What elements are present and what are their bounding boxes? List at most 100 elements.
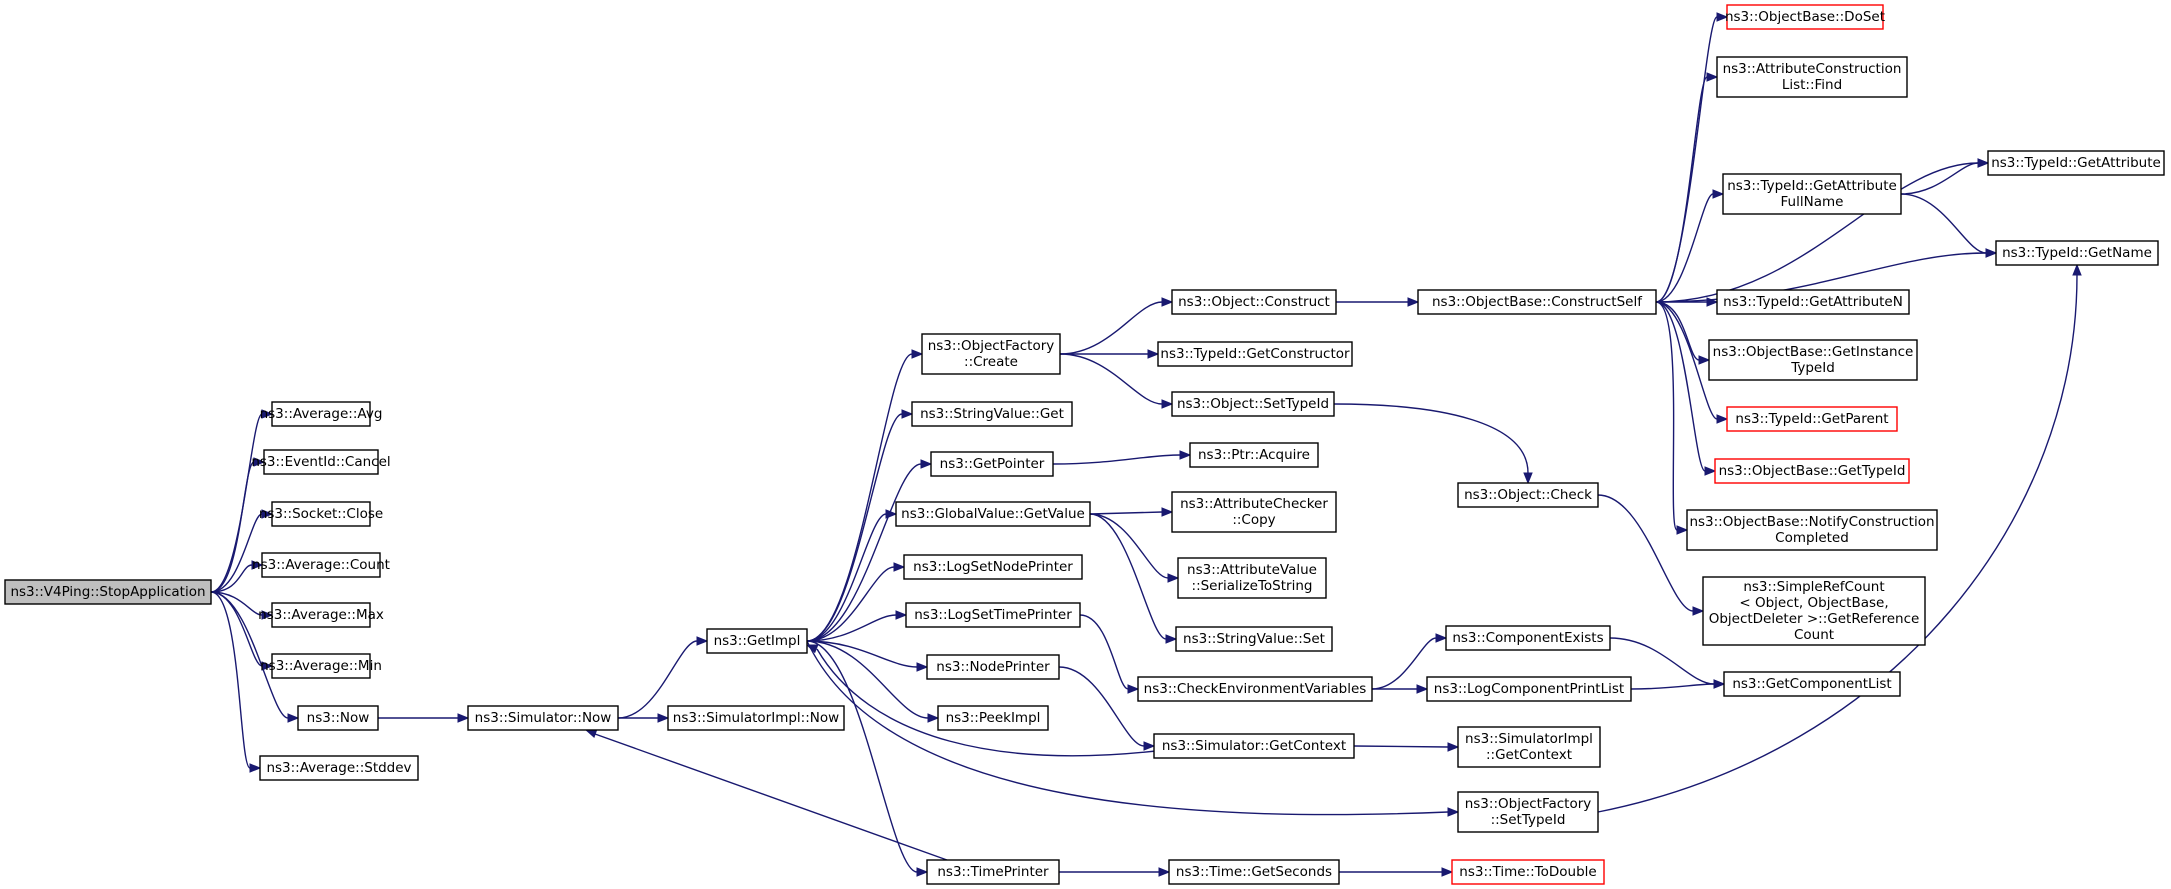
- node-obgettypeid[interactable]: ns3::ObjectBase::GetTypeId: [1714, 458, 1910, 484]
- node-timegetsec[interactable]: ns3::Time::GetSeconds: [1168, 859, 1340, 885]
- node-box[interactable]: [1417, 289, 1657, 315]
- node-box[interactable]: [1177, 557, 1327, 599]
- node-count[interactable]: ns3::Average::Count: [252, 552, 390, 578]
- node-now[interactable]: ns3::Now: [297, 705, 379, 731]
- node-timetodouble[interactable]: ns3::Time::ToDouble: [1451, 859, 1605, 885]
- node-box[interactable]: [1722, 173, 1902, 215]
- node-cancel[interactable]: ns3::EventId::Cancel: [251, 449, 391, 475]
- node-box[interactable]: [297, 705, 379, 731]
- node-box[interactable]: [271, 653, 371, 679]
- node-box[interactable]: [905, 602, 1081, 628]
- node-objcheck[interactable]: ns3::Object::Check: [1457, 482, 1599, 508]
- node-box[interactable]: [1716, 56, 1908, 98]
- node-box[interactable]: [4, 579, 212, 605]
- node-box[interactable]: [1189, 442, 1319, 468]
- node-box[interactable]: [1153, 733, 1355, 759]
- node-ofcreate[interactable]: ns3::ObjectFactory::Create: [921, 333, 1061, 375]
- node-box[interactable]: [1171, 391, 1335, 417]
- node-box[interactable]: [1995, 240, 2159, 266]
- node-svget[interactable]: ns3::StringValue::Get: [911, 401, 1073, 427]
- node-ofsettypeid[interactable]: ns3::ObjectFactory::SetTypeId: [1457, 791, 1599, 833]
- node-box[interactable]: [1445, 625, 1611, 651]
- node-nodeprinter[interactable]: ns3::NodePrinter: [926, 654, 1060, 680]
- node-tidgetattrn[interactable]: ns3::TypeId::GetAttributeN: [1716, 289, 1910, 315]
- node-box[interactable]: [1451, 859, 1605, 885]
- node-avg[interactable]: ns3::Average::Avg: [260, 401, 383, 427]
- node-objconstruct[interactable]: ns3::Object::Construct: [1171, 289, 1337, 315]
- node-box[interactable]: [1457, 482, 1599, 508]
- node-box[interactable]: [926, 859, 1060, 885]
- node-box[interactable]: [467, 705, 619, 731]
- node-tidgetattr[interactable]: ns3::TypeId::GetAttribute: [1987, 150, 2165, 176]
- node-ptracquire[interactable]: ns3::Ptr::Acquire: [1189, 442, 1319, 468]
- node-simimplnow[interactable]: ns3::SimulatorImpl::Now: [667, 705, 845, 731]
- node-logsetnode[interactable]: ns3::LogSetNodePrinter: [903, 554, 1083, 580]
- node-box[interactable]: [271, 602, 371, 628]
- node-simimplgetctx[interactable]: ns3::SimulatorImpl::GetContext: [1457, 726, 1601, 768]
- node-simgetctx[interactable]: ns3::Simulator::GetContext: [1153, 733, 1355, 759]
- node-tidgetname[interactable]: ns3::TypeId::GetName: [1995, 240, 2159, 266]
- node-box[interactable]: [271, 501, 371, 527]
- node-peekimpl[interactable]: ns3::PeekImpl: [937, 705, 1049, 731]
- node-stopapp[interactable]: ns3::V4Ping::StopApplication: [4, 579, 212, 605]
- node-box[interactable]: [1157, 341, 1353, 367]
- node-timeprinter[interactable]: ns3::TimePrinter: [926, 859, 1060, 885]
- node-box[interactable]: [1726, 406, 1898, 432]
- node-simnow[interactable]: ns3::Simulator::Now: [467, 705, 619, 731]
- node-box[interactable]: [263, 449, 379, 475]
- node-getpointer[interactable]: ns3::GetPointer: [930, 451, 1054, 477]
- node-box[interactable]: [1171, 491, 1337, 533]
- node-box[interactable]: [1457, 791, 1599, 833]
- node-gvgetvalue[interactable]: ns3::GlobalValue::GetValue: [895, 501, 1091, 527]
- node-box[interactable]: [1168, 859, 1340, 885]
- node-max[interactable]: ns3::Average::Max: [258, 602, 384, 628]
- node-box[interactable]: [259, 755, 419, 781]
- node-svset[interactable]: ns3::StringValue::Set: [1175, 626, 1333, 652]
- node-compexists[interactable]: ns3::ComponentExists: [1445, 625, 1611, 651]
- node-box[interactable]: [903, 554, 1083, 580]
- node-box[interactable]: [937, 705, 1049, 731]
- node-box[interactable]: [921, 333, 1061, 375]
- node-box[interactable]: [1175, 626, 1333, 652]
- node-box[interactable]: [930, 451, 1054, 477]
- node-box[interactable]: [1702, 576, 1926, 646]
- node-close[interactable]: ns3::Socket::Close: [259, 501, 383, 527]
- node-obnotify[interactable]: ns3::ObjectBase::NotifyConstructionCompl…: [1686, 509, 1938, 551]
- node-avser[interactable]: ns3::AttributeValue::SerializeToString: [1177, 557, 1327, 599]
- node-tidgetctor[interactable]: ns3::TypeId::GetConstructor: [1157, 341, 1353, 367]
- node-box[interactable]: [895, 501, 1091, 527]
- node-objsettypeid[interactable]: ns3::Object::SetTypeId: [1171, 391, 1335, 417]
- node-box[interactable]: [1716, 289, 1910, 315]
- node-box[interactable]: [1723, 671, 1901, 697]
- node-box[interactable]: [1171, 289, 1337, 315]
- node-box[interactable]: [667, 705, 845, 731]
- node-obdoset[interactable]: ns3::ObjectBase::DoSet: [1725, 4, 1885, 30]
- node-min[interactable]: ns3::Average::Min: [260, 653, 382, 679]
- node-logcompprint[interactable]: ns3::LogComponentPrintList: [1426, 676, 1632, 702]
- node-getcomplist[interactable]: ns3::GetComponentList: [1723, 671, 1901, 697]
- node-box[interactable]: [1137, 676, 1373, 702]
- node-box[interactable]: [1426, 676, 1632, 702]
- node-box[interactable]: [911, 401, 1073, 427]
- node-stddev[interactable]: ns3::Average::Stddev: [259, 755, 419, 781]
- node-box[interactable]: [1708, 339, 1918, 381]
- node-accopy[interactable]: ns3::AttributeChecker::Copy: [1171, 491, 1337, 533]
- node-box[interactable]: [1726, 4, 1884, 30]
- node-checkenv[interactable]: ns3::CheckEnvironmentVariables: [1137, 676, 1373, 702]
- node-getimpl[interactable]: ns3::GetImpl: [706, 628, 808, 654]
- node-box[interactable]: [926, 654, 1060, 680]
- node-box[interactable]: [706, 628, 808, 654]
- node-tidgetparent[interactable]: ns3::TypeId::GetParent: [1726, 406, 1898, 432]
- node-box[interactable]: [1987, 150, 2165, 176]
- node-box[interactable]: [271, 401, 371, 427]
- node-obconstructself[interactable]: ns3::ObjectBase::ConstructSelf: [1417, 289, 1657, 315]
- node-box[interactable]: [261, 552, 381, 578]
- node-box[interactable]: [1714, 458, 1910, 484]
- node-box[interactable]: [1457, 726, 1601, 768]
- node-logsettime[interactable]: ns3::LogSetTimePrinter: [905, 602, 1081, 628]
- node-simplerefcount[interactable]: ns3::SimpleRefCount< Object, ObjectBase,…: [1702, 576, 1926, 646]
- node-box[interactable]: [1686, 509, 1938, 551]
